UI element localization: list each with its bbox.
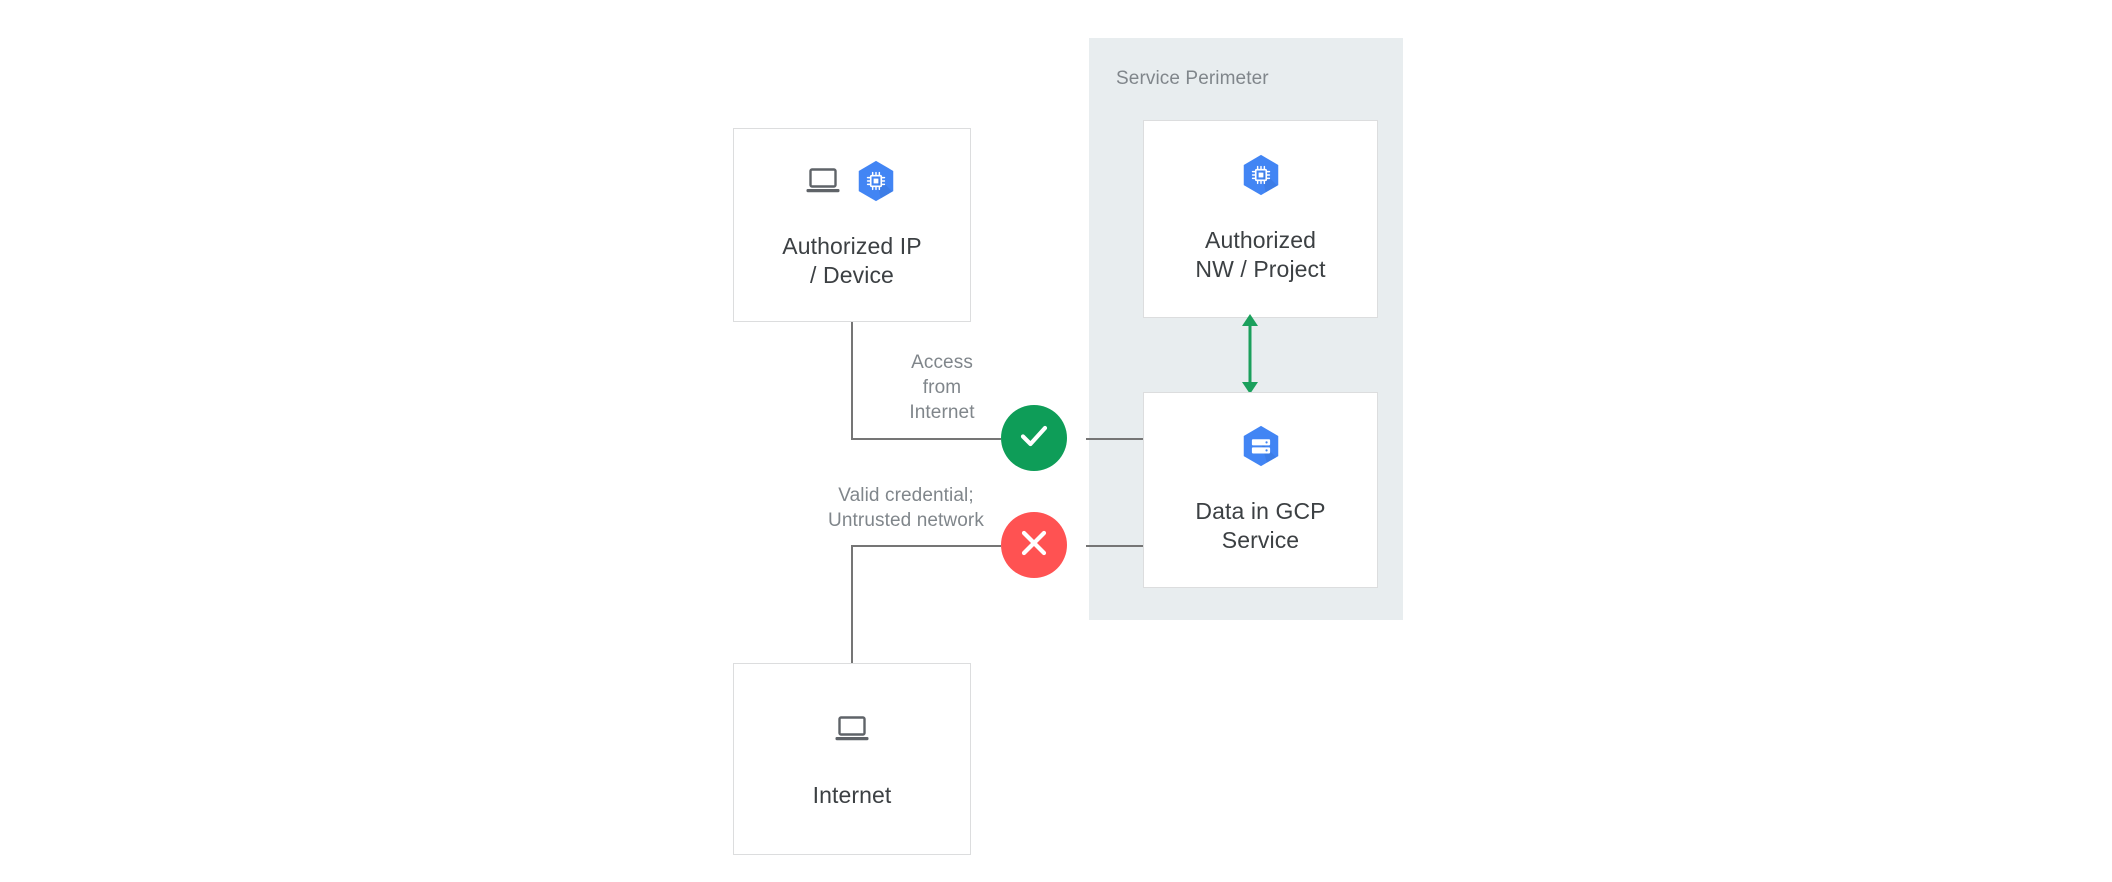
status-badge-denied[interactable] (1001, 512, 1067, 578)
service-perimeter-label: Service Perimeter (1116, 68, 1269, 89)
connector-allowed-horizontal (851, 438, 1001, 440)
connector-denied-vertical (851, 545, 853, 664)
laptop-icon (834, 714, 870, 749)
node-icon-group (805, 160, 899, 206)
node-icon-group (1238, 154, 1284, 200)
check-icon (1015, 417, 1053, 460)
gcp-compute-hexagon-icon (853, 158, 899, 209)
connector-denied-to-data (1086, 545, 1144, 547)
close-icon (1017, 526, 1051, 565)
node-label: Data in GCP Service (1195, 498, 1326, 553)
node-label: Authorized NW / Project (1195, 227, 1326, 282)
node-internet[interactable]: Internet (733, 663, 971, 855)
status-badge-allowed[interactable] (1001, 405, 1067, 471)
node-icon-group (1238, 425, 1284, 471)
laptop-icon (805, 166, 841, 201)
node-authorized-ip-device[interactable]: Authorized IP / Device (733, 128, 971, 322)
connector-allowed-vertical (851, 322, 853, 439)
node-label: Authorized IP / Device (782, 233, 922, 288)
connector-denied-horizontal (851, 545, 1001, 547)
node-icon-group (834, 709, 870, 755)
node-label: Internet (812, 781, 892, 808)
double-arrow-icon (1233, 313, 1267, 395)
gcp-compute-hexagon-icon (1238, 152, 1284, 203)
node-data-in-gcp-service[interactable]: Data in GCP Service (1143, 392, 1378, 588)
connector-allowed-to-data (1086, 438, 1144, 440)
node-authorized-nw-project[interactable]: Authorized NW / Project (1143, 120, 1378, 318)
edge-label-denied-access: Valid credential; Untrusted network (828, 485, 984, 531)
edge-label-allowed-access: Access from Internet (909, 352, 975, 423)
gcp-database-hexagon-icon (1238, 423, 1284, 474)
